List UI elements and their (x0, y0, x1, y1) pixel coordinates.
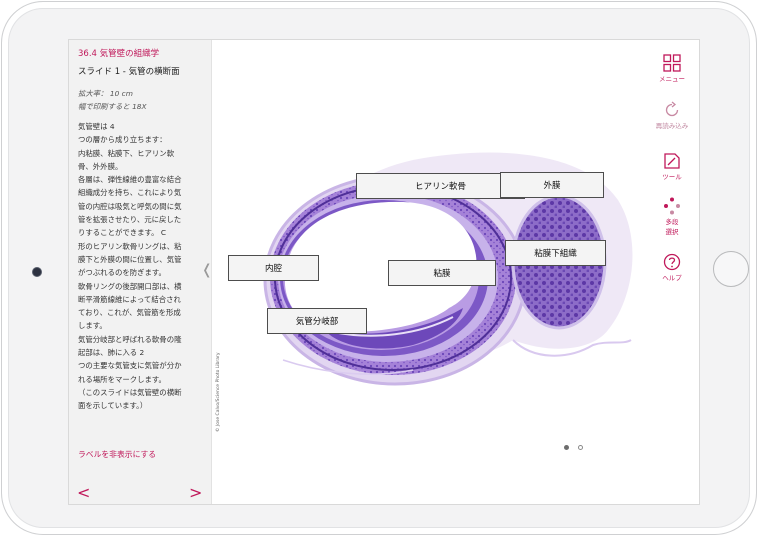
document-edit-icon (664, 153, 680, 169)
help-button[interactable]: ヘルプ (643, 253, 699, 282)
multi-select-label-1: 多段 (665, 218, 679, 226)
tools-label: ツール (662, 173, 682, 181)
slide-viewer[interactable]: ヒアリン軟骨 外膜 粘膜下組織 内腔 粘膜 気管分岐部 (213, 40, 643, 504)
description-line: 膜下と外膜の間に位置し、気管 (78, 254, 182, 264)
label-carina[interactable]: 気管分岐部 (267, 308, 367, 334)
description-line: します。 (78, 321, 107, 331)
label-mucosa[interactable]: 粘膜 (388, 260, 496, 286)
pagination-dots (564, 435, 592, 454)
slide-title: スライド 1 - 気管の横断面 (78, 67, 180, 77)
print-width-text: 幅で印刷すると 18X (78, 102, 147, 111)
pagination-dot-2[interactable] (578, 445, 583, 450)
description-line: つの主要な気管支に気管が分か (78, 361, 182, 371)
description-line: 断平滑筋線維によって結合され (78, 294, 181, 304)
description-line: つの層から成り立ちます： (78, 135, 167, 145)
description-line: ており、これが、気管筋を形成 (78, 308, 181, 318)
previous-slide-button[interactable]: < (77, 483, 91, 502)
reload-label: 再読み込み (655, 122, 689, 130)
description-line: 組織成分を持ち、これにより気 (78, 188, 182, 198)
app-screen: 36.4 気管壁の組織学 スライド 1 - 気管の横断面 拡大率： 10 cm … (68, 39, 700, 505)
description-line: がつぶれるのを防ぎます。 (78, 268, 166, 278)
label-submucosa[interactable]: 粘膜下組織 (505, 240, 606, 266)
section-title: 36.4 気管壁の組織学 (78, 49, 160, 59)
photo-credit: © Jose Calvo/Science Photo Library (216, 352, 221, 432)
menu-label: メニュー (659, 75, 685, 83)
description-line: （このスライドは気管壁の横断 (78, 387, 182, 397)
multi-select-dots-icon (664, 197, 680, 215)
description-line: 面を示しています。） (78, 401, 148, 411)
description-line: 気管分岐部と呼ばれる軟骨の隆 (78, 334, 182, 344)
grid-menu-icon (663, 54, 681, 72)
trachea-histology-image (263, 152, 633, 386)
label-lumen[interactable]: 内腔 (228, 255, 319, 281)
description-line: りすることができます。 C (78, 228, 167, 238)
description-line: 内粘膜、粘膜下、ヒアリン軟 (78, 148, 175, 158)
description-text: 気管壁は 4 つの層から成り立ちます： 内粘膜、粘膜下、ヒアリン軟骨、外外膜。各層は… (78, 120, 209, 413)
description-line: 各層は、弾性線維の豊富な結合 (78, 175, 182, 185)
reload-icon (665, 101, 679, 117)
home-button[interactable] (713, 251, 749, 287)
multi-select-label-2: 選択 (665, 228, 679, 236)
right-toolbar: メニュー 再読み込み ツール (643, 40, 699, 504)
menu-button[interactable]: メニュー (643, 54, 699, 83)
help-label: ヘルプ (662, 274, 682, 282)
next-slide-button[interactable]: > (189, 483, 203, 502)
description-line: れる場所をマークします。 (78, 374, 166, 384)
description-line: 起部は、肺に入る 2 (78, 348, 145, 358)
description-line: 管を拡張させたり、元に戻した (78, 215, 182, 225)
help-question-icon (663, 253, 681, 271)
multi-select-button[interactable]: 多段 選択 (643, 197, 699, 236)
collapse-sidebar-icon[interactable]: ❬ (201, 262, 213, 278)
hide-labels-link[interactable]: ラベルを非表示にする (78, 450, 157, 459)
front-camera (32, 267, 42, 277)
magnification-text: 拡大率： 10 cm (78, 89, 133, 98)
magnification-info: 拡大率： 10 cm 幅で印刷すると 18X (78, 87, 147, 113)
reload-button[interactable]: 再読み込み (643, 101, 699, 130)
tools-button[interactable]: ツール (643, 152, 699, 181)
text-sidebar: 36.4 気管壁の組織学 スライド 1 - 気管の横断面 拡大率： 10 cm … (69, 40, 212, 504)
label-hyaline-cartilage[interactable]: ヒアリン軟骨 (356, 173, 525, 199)
description-line: 気管壁は 4 (78, 122, 115, 131)
pagination-dot-1[interactable] (564, 445, 569, 450)
description-line: 軟骨リングの後部開口部は、横 (78, 281, 182, 291)
description-line: 骨、外外膜。 (78, 161, 123, 171)
description-line: 形のヒアリン軟骨リングは、粘 (78, 241, 182, 251)
description-line: 管の内腔は吸気と呼気の間に気 (78, 201, 182, 211)
label-adventitia[interactable]: 外膜 (500, 172, 604, 198)
